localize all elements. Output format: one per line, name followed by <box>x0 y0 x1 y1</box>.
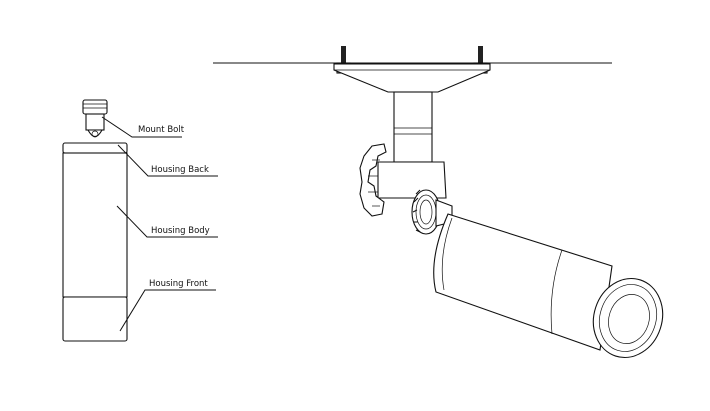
mount-bolt <box>82 99 108 138</box>
adjustment-knob <box>359 143 387 217</box>
housing-body <box>62 152 128 298</box>
housing-back <box>62 142 128 154</box>
housing-body-label: Housing Body <box>151 226 210 236</box>
pivot-block <box>377 161 447 199</box>
mount-stem <box>393 91 433 163</box>
camera-body <box>433 213 613 351</box>
housing-body-leader <box>116 205 218 238</box>
camera-lens <box>592 277 664 359</box>
mount-plate <box>333 63 491 93</box>
swivel-collar <box>411 189 453 235</box>
housing-side-view: Mount Bolt Housing Back Housing Body Hou… <box>62 99 218 342</box>
housing-back-label: Housing Back <box>151 165 209 175</box>
housing-back-leader <box>117 144 218 177</box>
housing-front-leader <box>119 289 216 332</box>
mounted-camera-view <box>213 46 664 359</box>
housing-front-label: Housing Front <box>149 279 208 289</box>
mount-bolt-leader <box>101 116 182 138</box>
mount-bolt-label: Mount Bolt <box>138 125 185 135</box>
housing-front <box>62 296 128 342</box>
